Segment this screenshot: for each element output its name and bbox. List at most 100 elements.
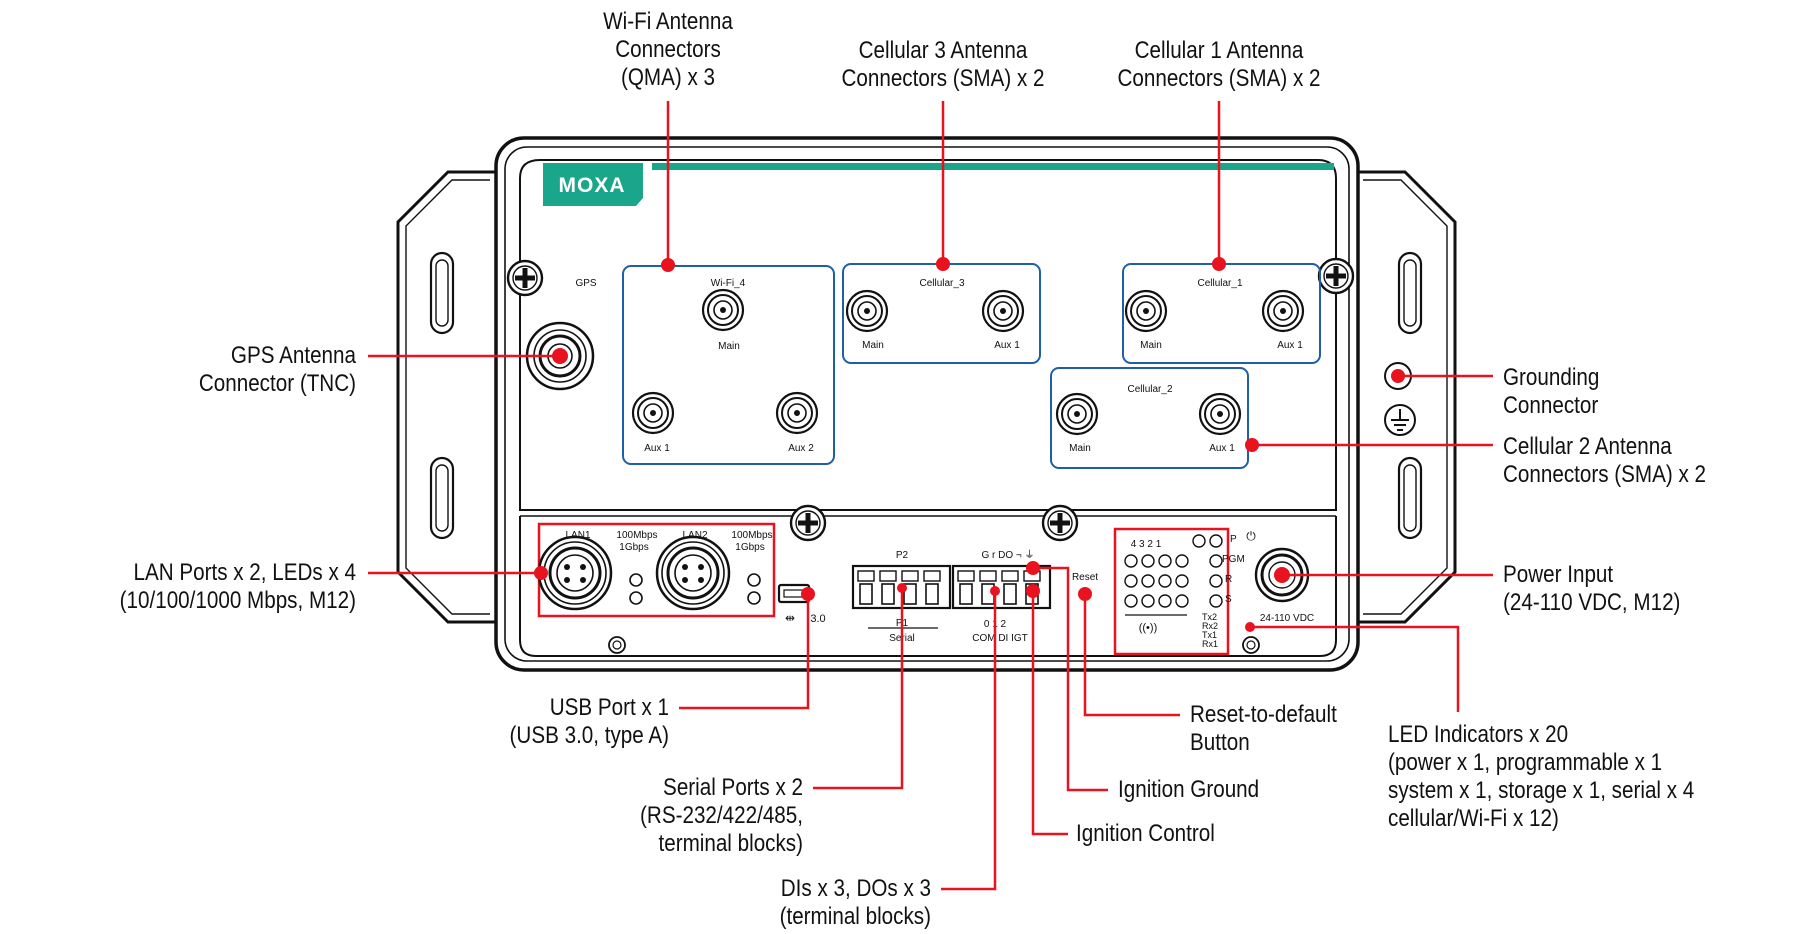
screw-icon — [789, 504, 827, 542]
led-indicator — [1209, 594, 1223, 608]
svg-text:Reset: Reset — [1072, 572, 1098, 583]
lan1-port — [537, 535, 613, 611]
brand-stripe — [652, 163, 1334, 170]
terminal-screw — [1001, 570, 1019, 582]
led-indicator — [1124, 554, 1138, 568]
callout-serial: Serial Ports x 2 (RS-232/422/485, termin… — [640, 774, 803, 857]
terminal-screw — [979, 570, 997, 582]
svg-text:Rx1: Rx1 — [1202, 639, 1218, 649]
callout-reset: Reset-to-default Button — [1190, 701, 1337, 756]
terminal-pin — [903, 583, 917, 605]
terminal-pin — [925, 583, 939, 605]
led-indicator — [1175, 574, 1189, 588]
terminal-pin — [859, 583, 873, 605]
led-indicator — [1141, 574, 1155, 588]
svg-text:Cellular_3: Cellular_3 — [919, 278, 964, 289]
lan2-port — [655, 535, 731, 611]
led-indicator — [1158, 574, 1172, 588]
callout-leaders — [368, 101, 1493, 891]
callout-usb: USB Port x 1 (USB 3.0, type A) — [509, 694, 669, 749]
terminal-pin — [1003, 583, 1017, 605]
callout-gps: GPS Antenna Connector (TNC) — [198, 342, 356, 397]
ground-symbol-icon — [1384, 404, 1416, 436]
svg-text:P: P — [1230, 534, 1237, 545]
led-indicator — [1209, 574, 1223, 588]
svg-text:Aux 1: Aux 1 — [994, 340, 1020, 351]
led-indicator — [1124, 594, 1138, 608]
callout-cellular1: Cellular 1 Antenna Connectors (SMA) x 2 — [1117, 37, 1321, 92]
cellular2-antenna-group — [1050, 367, 1249, 469]
led-indicator — [1175, 594, 1189, 608]
callout-ignition-ground: Ignition Ground — [1118, 776, 1260, 803]
led-indicator — [1141, 554, 1155, 568]
svg-text:Cellular_2: Cellular_2 — [1127, 384, 1172, 395]
mounting-slot-icon — [1397, 456, 1423, 540]
svg-text:Cellular_1: Cellular_1 — [1197, 278, 1242, 289]
svg-text:Tx1: Tx1 — [1202, 630, 1217, 640]
mounting-slot-icon — [1397, 251, 1423, 335]
terminal-screw — [901, 570, 919, 582]
led-section-box — [1113, 527, 1230, 656]
callout-cellular2: Cellular 2 Antenna Connectors (SMA) x 2 — [1503, 433, 1707, 488]
terminal-screw — [957, 570, 975, 582]
svg-text:PGM: PGM — [1222, 554, 1245, 565]
device-body — [494, 136, 1360, 672]
callout-wifi: Wi-Fi Antenna Connectors (QMA) x 3 — [603, 8, 733, 91]
svg-text:1Gbps: 1Gbps — [735, 542, 764, 553]
moxa-logo-text: MOXA — [559, 174, 626, 197]
svg-text:24-110 VDC: 24-110 VDC — [1260, 613, 1314, 624]
svg-text:COM DI IGT: COM DI IGT — [972, 633, 1028, 644]
terminal-screw — [879, 570, 897, 582]
screw-icon — [1041, 504, 1079, 542]
callout-cellular3: Cellular 3 Antenna Connectors (SMA) x 2 — [841, 37, 1045, 92]
left-flange — [396, 170, 500, 624]
svg-text:Tx2: Tx2 — [1202, 612, 1217, 622]
mounting-slot-icon — [429, 456, 455, 540]
wifi-antenna-group — [622, 265, 835, 465]
callout-grounding: Grounding Connector — [1503, 364, 1600, 419]
callout-lan: LAN Ports x 2, LEDs x 4 (10/100/1000 Mbp… — [119, 559, 356, 614]
svg-text:Main: Main — [862, 340, 884, 351]
callout-power: Power Input (24-110 VDC, M12) — [1503, 561, 1681, 616]
right-flange — [1353, 170, 1457, 624]
dio-terminal-pins — [957, 570, 1041, 605]
screw-icon — [1317, 257, 1355, 295]
gps-label: GPS — [575, 278, 596, 289]
led-indicator — [1124, 574, 1138, 588]
svg-text:100Mbps: 100Mbps — [616, 530, 657, 541]
svg-text:Aux 1: Aux 1 — [644, 443, 670, 454]
svg-text:LAN1: LAN1 — [565, 530, 590, 541]
terminal-screw — [857, 570, 875, 582]
svg-text:Aux 1: Aux 1 — [1209, 443, 1235, 454]
callout-ignition-control: Ignition Control — [1076, 820, 1215, 847]
moxa-logo — [543, 163, 643, 206]
svg-text:Aux 1: Aux 1 — [1277, 340, 1303, 351]
svg-text:LAN2: LAN2 — [682, 530, 707, 541]
mounting-slot-icon — [429, 251, 455, 335]
svg-text:1Gbps: 1Gbps — [619, 542, 648, 553]
svg-text:Aux 2: Aux 2 — [788, 443, 814, 454]
svg-text:Rx2: Rx2 — [1202, 621, 1218, 631]
svg-text:Main: Main — [1140, 340, 1162, 351]
svg-text:3.0: 3.0 — [810, 613, 825, 625]
svg-text:Main: Main — [1069, 443, 1091, 454]
svg-text:G r DO ¬ ⏚: G r DO ¬ ⏚ — [981, 549, 1034, 561]
svg-text:Main: Main — [718, 341, 740, 352]
terminal-pin — [881, 583, 895, 605]
terminal-screw — [923, 570, 941, 582]
terminal-pin — [959, 583, 973, 605]
svg-text:R: R — [1225, 574, 1232, 585]
svg-text:Wi-Fi_4: Wi-Fi_4 — [711, 278, 746, 289]
led-indicator — [1209, 554, 1223, 568]
led-indicator — [1192, 534, 1206, 548]
svg-text:P2: P2 — [896, 550, 909, 561]
led-indicator — [1175, 554, 1189, 568]
led-indicator — [1158, 594, 1172, 608]
svg-text:S: S — [1225, 594, 1232, 605]
callout-dots — [534, 257, 1405, 632]
usb-icon: ⇹ — [785, 611, 795, 625]
svg-text:100Mbps: 100Mbps — [731, 530, 772, 541]
callout-dio: DIs x 3, DOs x 3 (terminal blocks) — [779, 875, 931, 930]
